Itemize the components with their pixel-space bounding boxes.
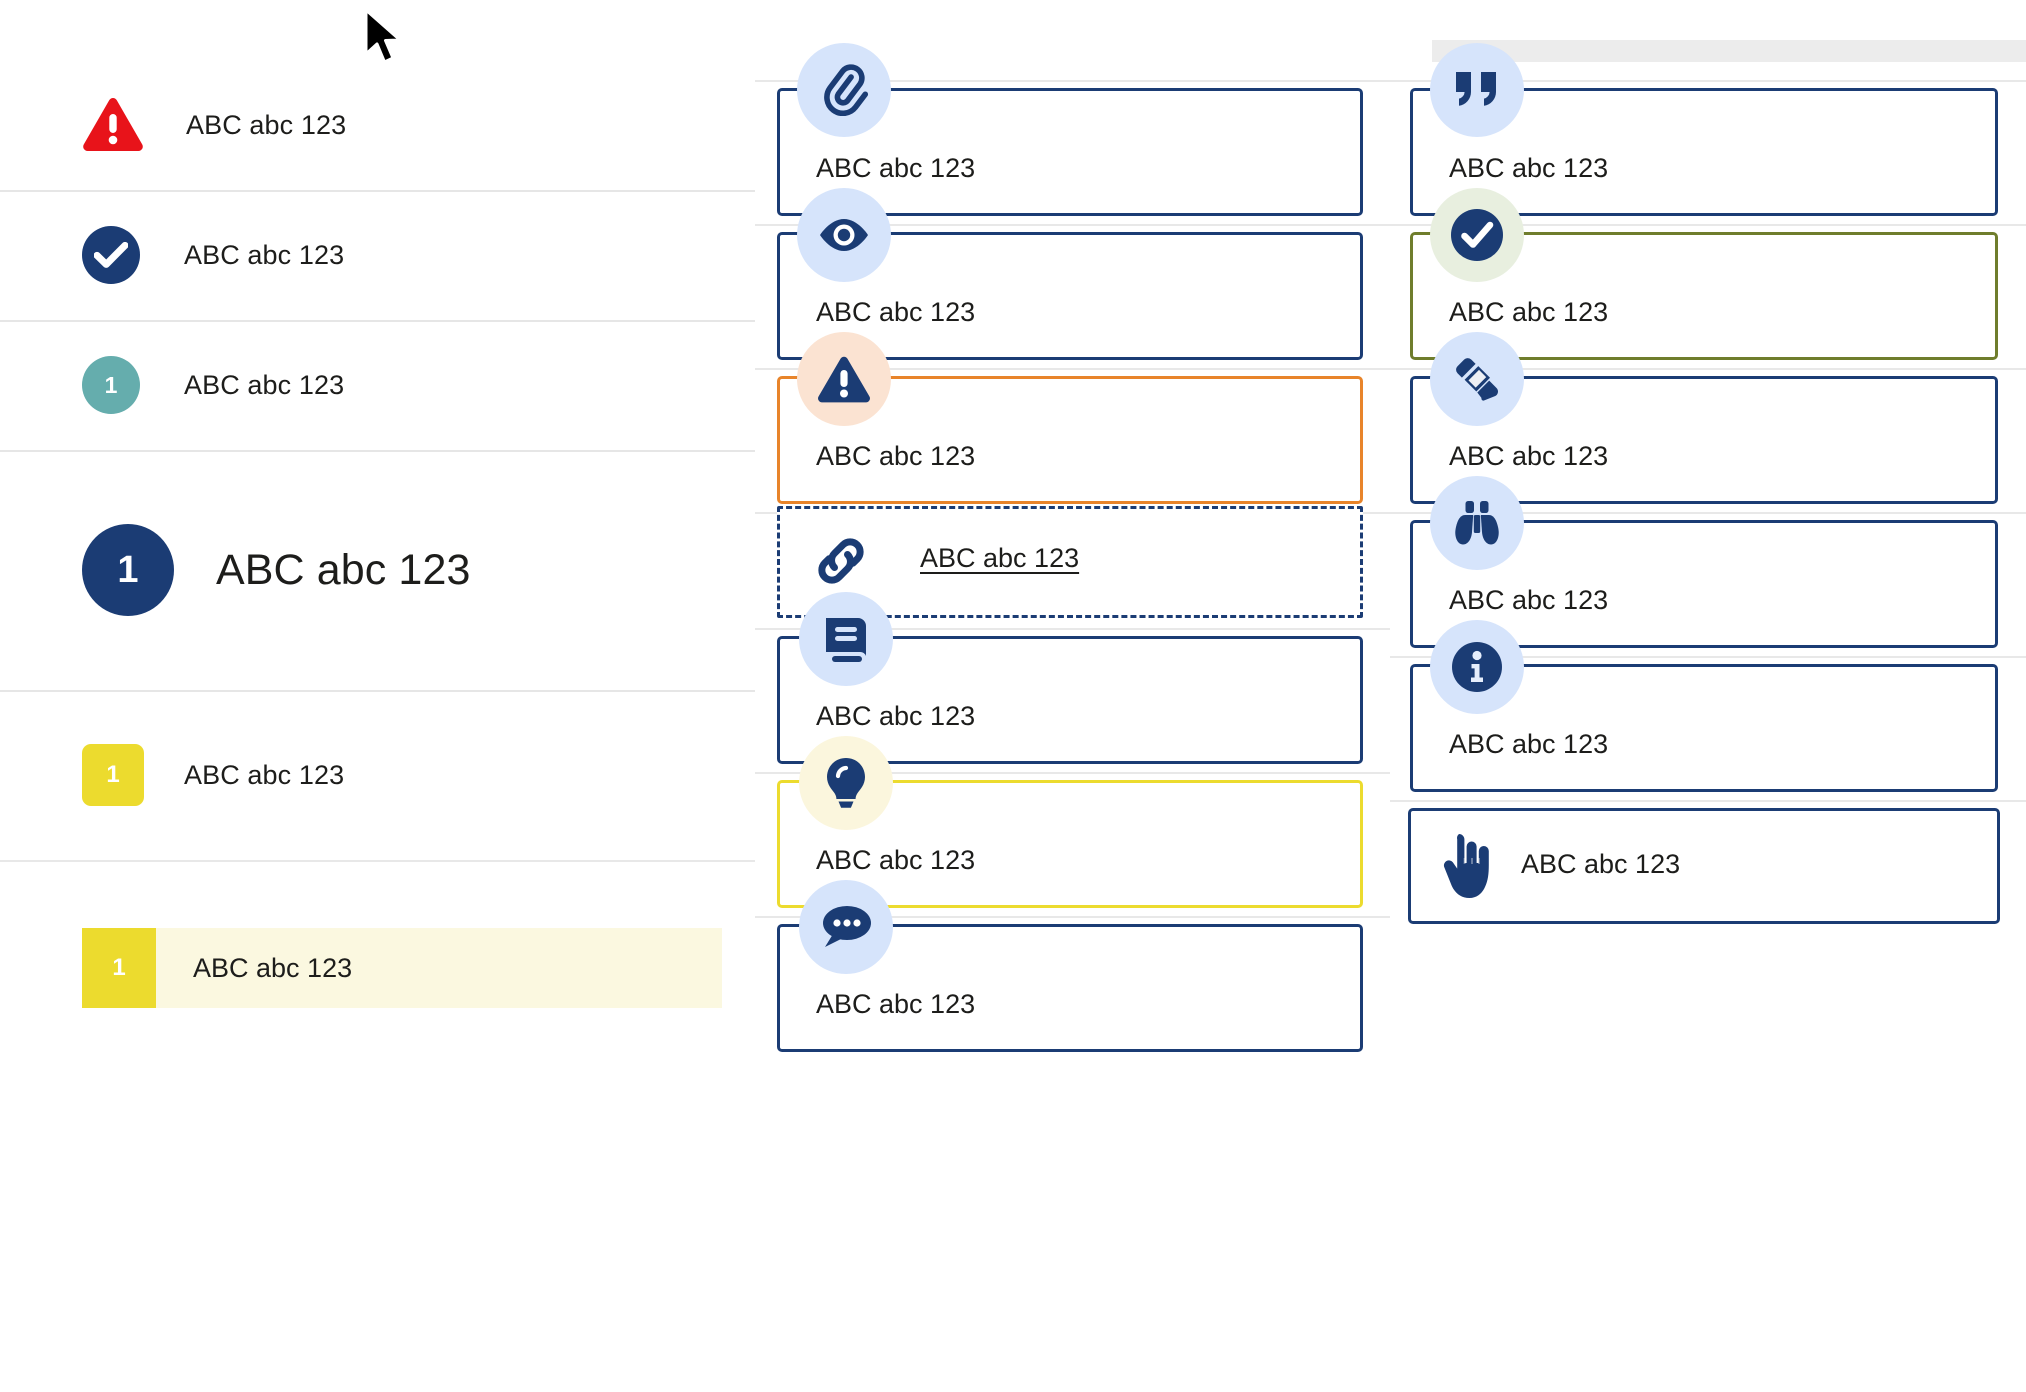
chat-bubble-icon — [799, 880, 893, 974]
row-divider — [0, 690, 755, 692]
number-square-icon: 1 — [82, 744, 144, 806]
row-divider — [0, 190, 755, 192]
card-label: ABC abc 123 — [1449, 729, 1609, 759]
list-item-success[interactable]: ABC abc 123 — [0, 190, 755, 320]
card-action[interactable]: ABC abc 123 — [1408, 808, 2000, 924]
card-divider — [1390, 224, 2026, 226]
number-square-icon: 1 — [82, 928, 156, 1008]
card-label: ABC abc 123 — [1449, 297, 1609, 327]
card-divider — [1390, 80, 2026, 82]
card-divider — [1390, 656, 2026, 658]
list-item-alert[interactable]: ABC abc 123 — [0, 60, 755, 190]
binoculars-icon — [1430, 476, 1524, 570]
card-label: ABC abc 123 — [816, 297, 976, 327]
card-label: ABC abc 123 — [1521, 849, 1681, 879]
row-divider — [0, 320, 755, 322]
card-label: ABC abc 123 — [816, 989, 976, 1019]
card-label: ABC abc 123 — [1449, 585, 1609, 615]
card-divider — [1390, 512, 2026, 514]
card-divider — [755, 628, 1390, 630]
card-divider — [755, 772, 1390, 774]
card-info[interactable]: ABC abc 123 — [1410, 664, 1998, 792]
warning-triangle-icon — [82, 97, 144, 153]
list-item-step-yellow[interactable]: 1 ABC abc 123 — [0, 690, 755, 860]
paperclip-icon — [797, 43, 891, 137]
card-label: ABC abc 123 — [1449, 441, 1609, 471]
card-divider — [755, 80, 1390, 82]
lightbulb-icon — [799, 736, 893, 830]
number-circle-icon: 1 — [82, 524, 174, 616]
info-circle-icon — [1430, 620, 1524, 714]
row-divider — [0, 450, 755, 452]
quote-icon — [1430, 43, 1524, 137]
number-circle-icon: 1 — [82, 356, 140, 414]
card-label: ABC abc 123 — [816, 441, 976, 471]
badge-number: 1 — [112, 954, 126, 981]
check-circle-icon — [82, 226, 140, 284]
card-label: ABC abc 123 — [920, 543, 1080, 573]
card-link[interactable]: ABC abc 123 — [777, 506, 1363, 618]
list-item-step-teal[interactable]: 1 ABC abc 123 — [0, 320, 755, 450]
left-legend-list: ABC abc 123 ABC abc 123 1 ABC abc 123 1 … — [0, 0, 755, 1392]
badge-number: 1 — [104, 371, 118, 398]
list-item-label: ABC abc 123 — [184, 239, 345, 270]
warning-icon — [797, 332, 891, 426]
card-divider — [755, 368, 1390, 370]
list-item-highlighted[interactable]: 1 ABC abc 123 — [82, 928, 722, 1008]
badge-number: 1 — [117, 548, 139, 591]
card-divider — [1390, 800, 2026, 802]
list-item-label: ABC abc 123 — [184, 369, 345, 400]
card-observe[interactable]: ABC abc 123 — [1410, 520, 1998, 648]
row-divider — [0, 860, 755, 862]
badge-number: 1 — [106, 761, 120, 788]
list-item-label: ABC abc 123 — [184, 759, 345, 790]
card-label: ABC abc 123 — [816, 153, 976, 183]
link-icon — [810, 530, 872, 592]
page-edge-decoration — [1392, 40, 2026, 62]
pencil-icon — [1430, 332, 1524, 426]
page-edge-notch — [1392, 40, 1432, 62]
check-circle-icon — [1430, 188, 1524, 282]
list-item-label: ABC abc 123 — [216, 545, 471, 594]
card-label: ABC abc 123 — [816, 701, 976, 731]
book-icon — [799, 592, 893, 686]
eye-icon — [797, 188, 891, 282]
card-divider — [1390, 368, 2026, 370]
list-item-step-large[interactable]: 1 ABC abc 123 — [0, 450, 755, 690]
card-divider — [755, 916, 1390, 918]
card-label: ABC abc 123 — [816, 845, 976, 875]
list-item-label: ABC abc 123 — [186, 109, 347, 140]
list-item-label: ABC abc 123 — [193, 952, 353, 983]
card-divider — [755, 224, 1390, 226]
card-label: ABC abc 123 — [1449, 153, 1609, 183]
pointing-hand-icon — [1434, 826, 1504, 906]
